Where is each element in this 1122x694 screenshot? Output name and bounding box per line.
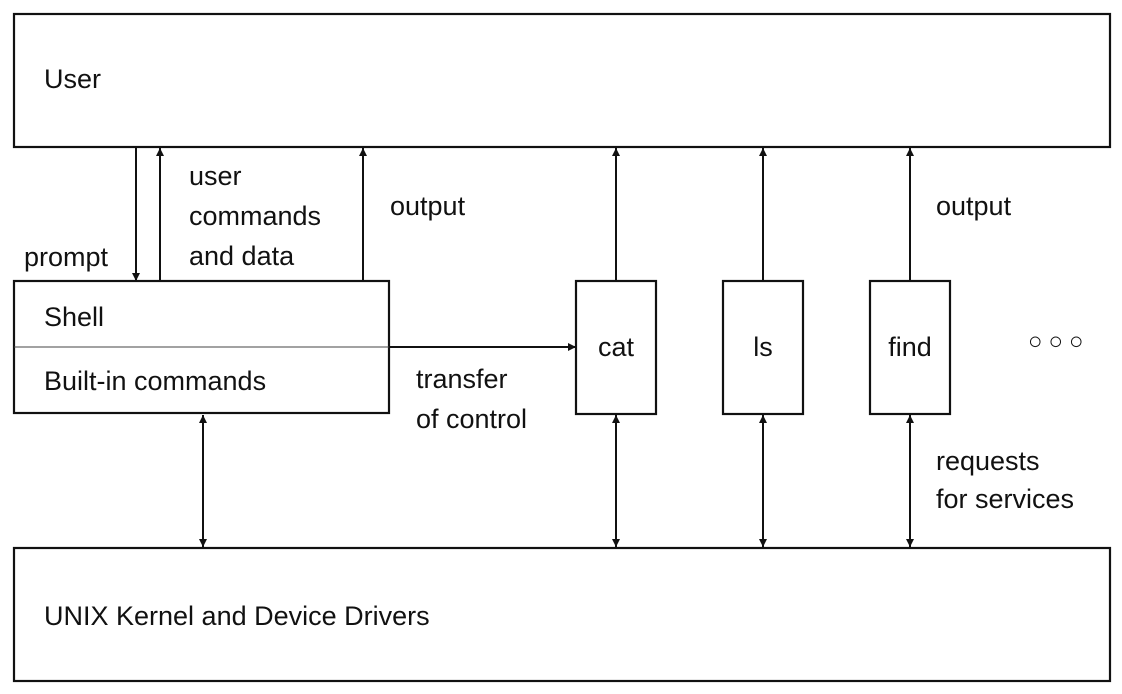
transfer-label-1: transfer [416,364,508,394]
kernel-box [12,546,1112,683]
shell-output-label: output [390,191,466,221]
cat-box [574,279,658,416]
transfer-label-2: of control [416,404,528,434]
requests-label-1: requests [936,446,1040,476]
prompt-label: prompt [24,242,109,272]
user-box [12,12,1112,149]
builtins-label: Built-in commands [44,366,267,396]
find-label: find [888,332,932,362]
kernel-label: UNIX Kernel and Device Drivers [44,601,430,631]
cat-label: cat [597,332,635,362]
user-commands-label-3: and data [189,241,295,271]
more-programs-ellipsis: ○○○ [1028,328,1090,355]
shell-label: Shell [44,302,105,332]
user-label: User [44,64,102,94]
user-commands-label-2: commands [189,201,322,231]
find-box [868,279,952,416]
ls-label: ls [753,332,773,362]
requests-label-2: for services [936,484,1075,514]
user-commands-label-1: user [189,161,242,191]
program-output-label: output [936,191,1012,221]
